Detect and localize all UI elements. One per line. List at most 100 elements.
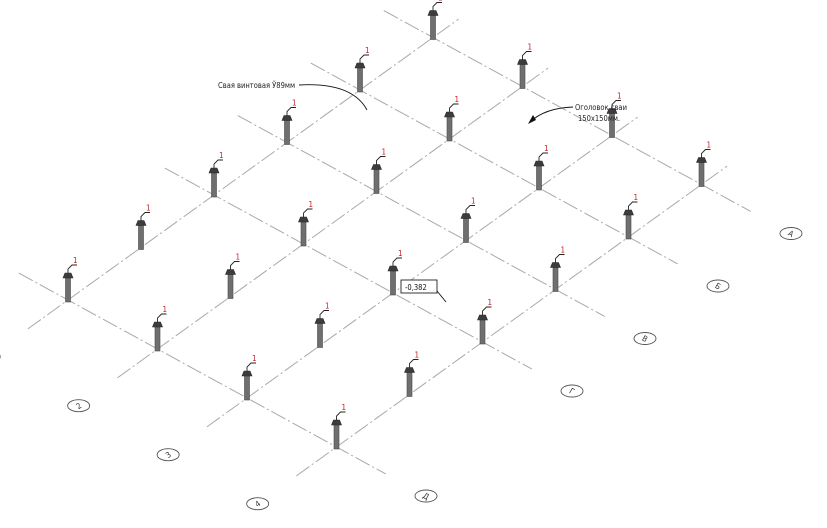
pile-cap-note-line2: 150х150мм. (578, 114, 620, 123)
pile-cap (550, 262, 561, 268)
pile-icon: 1 (533, 144, 549, 191)
axis-label-number: 3 (164, 450, 173, 460)
pile-icon: 1 (298, 200, 313, 247)
pile-cap (517, 59, 528, 65)
pile-icon: 1 (371, 148, 387, 194)
pile-shaft (625, 214, 632, 240)
pile-tag-leader (482, 306, 492, 315)
pile-tag-number: 1 (163, 305, 168, 314)
pile-cap (314, 318, 326, 324)
pile-shaft (536, 165, 542, 191)
grid-line-axis-letter (310, 62, 678, 265)
pile-icon: 1 (62, 256, 78, 303)
elevation-mark-box (400, 279, 438, 294)
pile-tag-number: 1 (292, 99, 297, 108)
pile-cap (152, 321, 163, 328)
pile-tag-leader (230, 261, 240, 270)
axis-label-number: 4 (253, 499, 262, 509)
grid-line-axis-letter (383, 10, 751, 212)
pile-cap (354, 62, 366, 69)
pile-cap-note-line1: Оголовок сваи (575, 103, 627, 112)
pile-cap (404, 367, 415, 373)
pile-tag-leader (555, 254, 565, 263)
axis-label-letter: В (640, 334, 649, 344)
pile-shaft (552, 267, 559, 292)
pile-tag-number: 1 (561, 246, 566, 255)
pile-tag-leader (432, 2, 442, 11)
axis-bubble-icon (67, 399, 91, 413)
pile-tag-leader (213, 159, 223, 168)
pile-shaft (154, 326, 161, 352)
pile-icon: 1 (135, 204, 151, 250)
pile-icon: 1 (404, 351, 419, 397)
pile-tag-leader (319, 310, 329, 319)
pile-tag-leader (67, 264, 77, 273)
pile-tag-number: 1 (325, 302, 330, 311)
axis-bubble-icon (633, 332, 657, 345)
pile-icon: 1 (444, 95, 460, 142)
pile-tag-leader (140, 212, 150, 221)
pile-tag-number: 1 (252, 354, 257, 363)
pile-cap (208, 167, 220, 174)
pile-shaft (65, 277, 71, 303)
pile-tag-number: 1 (236, 253, 241, 262)
pile-icon: 1 (623, 193, 639, 240)
pile-shaft (430, 15, 436, 40)
pile-cap (533, 160, 545, 167)
pile-tag-leader (157, 313, 167, 322)
pile-icon: 1 (208, 151, 224, 198)
pile-cap (460, 213, 472, 219)
pile-icon: 1 (331, 403, 347, 450)
pile-tag-number: 1 (382, 148, 387, 157)
axis-bubble-icon (246, 497, 270, 511)
pile-icon: 1 (241, 354, 257, 401)
pile-shaft (390, 270, 396, 296)
pile-icon: 1 (152, 305, 168, 352)
pile-shaft (463, 218, 469, 243)
pile-cap-leader (529, 106, 574, 123)
pile-shaft (317, 323, 323, 348)
pile-icon: 1 (387, 249, 403, 296)
pile-icon: 1 (477, 298, 493, 345)
pile-tag-leader (336, 411, 346, 420)
pile-tag-number: 1 (707, 141, 712, 150)
pile-tag-leader (409, 359, 419, 368)
pile-icon: 1 (427, 0, 443, 40)
pile-shaft (138, 225, 144, 250)
pile-icon: 1 (696, 141, 712, 187)
pile-tag-number: 1 (342, 403, 347, 412)
pile-icon: 1 (606, 92, 622, 138)
pile-type-note: Свая винтовая Ў89мм (218, 81, 295, 90)
pile-tag-number: 1 (438, 0, 443, 3)
pile-shaft (406, 372, 413, 397)
pile-cap (444, 111, 455, 118)
pile-tag-leader (449, 103, 459, 112)
pile-tag-leader (359, 54, 369, 63)
pile-tag-number: 1 (488, 298, 493, 307)
pile-cap (427, 10, 439, 16)
axis-bubble-icon (560, 384, 584, 398)
pile-icon: 1 (225, 253, 241, 299)
pile-icon: 1 (281, 99, 297, 145)
pile-shaft (446, 116, 453, 142)
elevation-leader (436, 290, 447, 303)
pile-cap (298, 216, 309, 223)
pile-cap (606, 108, 618, 114)
pile-tag-number: 1 (73, 256, 78, 265)
pile-tag-number: 1 (146, 204, 151, 213)
pile-type-leader (298, 84, 368, 111)
pile-tag-number: 1 (398, 249, 403, 258)
pile-shaft (698, 162, 705, 187)
pile-shaft (244, 375, 250, 401)
elevation-mark: -0,382 (405, 283, 427, 292)
pile-tag-number: 1 (634, 193, 639, 202)
pile-tag-leader (392, 257, 402, 266)
pile-cap (387, 265, 399, 272)
pile-cap (241, 370, 253, 377)
pile-shaft (227, 274, 234, 299)
piles: 111111111111111111111111 (62, 0, 712, 450)
grid-line-axis-letter (18, 272, 386, 475)
pile-tag-number: 1 (455, 95, 460, 104)
pile-tag-leader (701, 149, 711, 158)
